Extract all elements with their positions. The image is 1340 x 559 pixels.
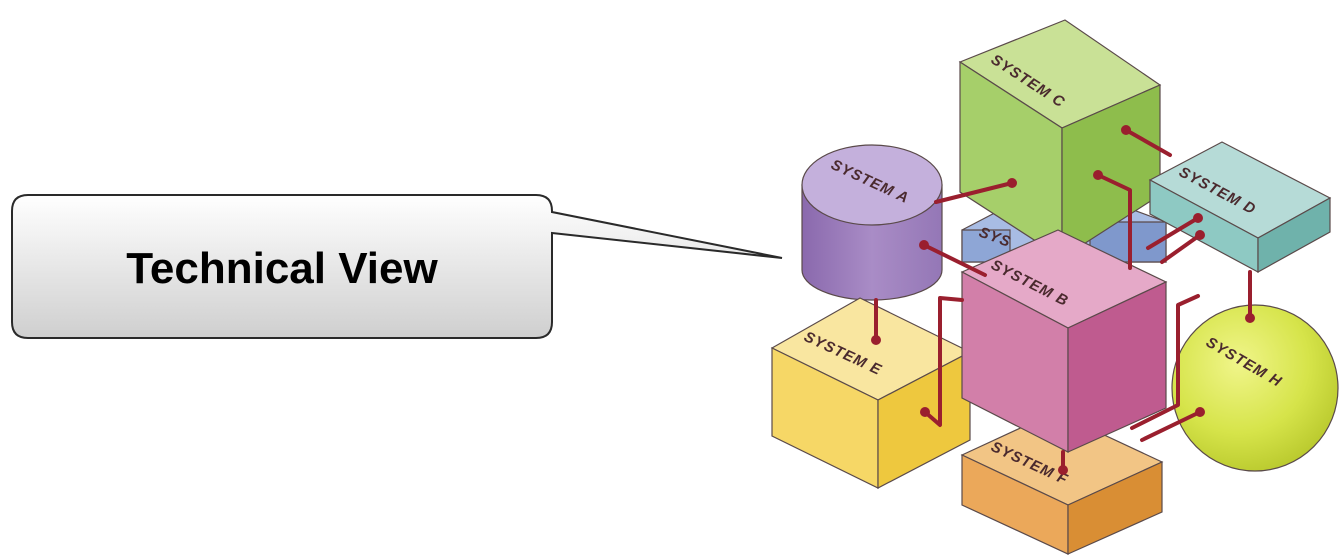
system-e-box: SYSTEM E	[770, 297, 972, 489]
connector-dot	[1121, 125, 1131, 135]
connector-a-c	[934, 181, 1014, 204]
connector-dot	[1195, 407, 1205, 417]
connector-d-b2	[1160, 233, 1202, 264]
connector-dot	[1093, 170, 1103, 180]
system-a-cylinder: SYSTEM A	[801, 144, 943, 301]
connector-dot	[1193, 213, 1203, 223]
connector-dot	[919, 240, 929, 250]
callout-title: Technical View	[126, 244, 438, 293]
connector-c-b	[1096, 173, 1132, 270]
connector-dot	[1007, 178, 1017, 188]
connector-dot	[1245, 313, 1255, 323]
connector-dot	[871, 335, 881, 345]
connector-f-h	[1130, 294, 1200, 430]
connector-f-h2	[1140, 410, 1202, 442]
connector-c-d	[1124, 128, 1172, 157]
connector-dot	[920, 407, 930, 417]
connector-e-b	[923, 296, 964, 427]
connector-dot	[1058, 465, 1068, 475]
connector-d-b	[1146, 216, 1200, 250]
system-b-box: SYSTEM B	[960, 229, 1168, 453]
connector-a-b	[922, 243, 987, 277]
callout-bubble: Technical View	[11, 194, 783, 339]
system-h-sphere: SYSTEM H	[1171, 304, 1339, 472]
system-d-box: SYSTEM D	[1148, 141, 1332, 274]
system-c-box: SYSTEM C	[958, 19, 1162, 260]
connectors	[871, 125, 1255, 475]
connector-dot	[1195, 230, 1205, 240]
